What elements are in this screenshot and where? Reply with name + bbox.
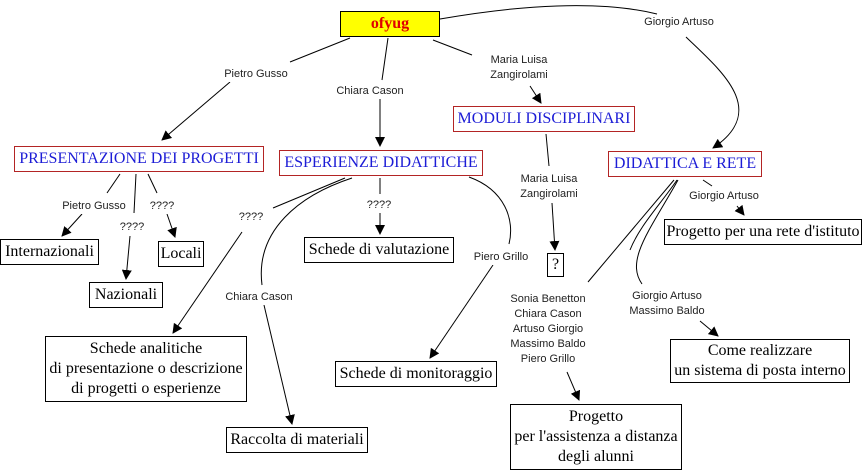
line-connector: [629, 179, 678, 251]
node-moduli-disciplinari[interactable]: MODULI DISCIPLINARI: [453, 106, 635, 132]
line-connector: [260, 177, 353, 286]
node-progetto-assistenza[interactable]: Progetto per l'assistenza a distanza deg…: [510, 404, 682, 470]
link-label-didattica-posta: Giorgio Artuso Massimo Baldo: [629, 289, 705, 319]
line-connector: [636, 179, 679, 285]
link-label-esperienze-raccolta: Chiara Cason: [225, 290, 293, 305]
link-label-root-esperienze: Chiara Cason: [336, 84, 404, 99]
line-connector: [587, 179, 675, 283]
link-label-didattica-assistenza: Sonia Benetton Chiara Cason Artuso Giorg…: [510, 292, 586, 367]
link-label-esperienze-schede-analitiche: ????: [238, 210, 264, 225]
node-presentazione-dei-progetti[interactable]: PRESENTAZIONE DEI PROGETTI: [14, 146, 264, 172]
arrow-connector: [685, 36, 740, 149]
link-label-root-didattica: Giorgio Artuso: [644, 15, 714, 30]
node-schede-analitiche[interactable]: Schede analitiche di presentazione o des…: [45, 336, 247, 402]
node-raccolta-di-materiali[interactable]: Raccolta di materiali: [226, 427, 368, 453]
link-label-presentazione-internazionali: Pietro Gusso: [62, 199, 126, 214]
line-connector: [272, 177, 346, 209]
arrow-connector: [566, 371, 581, 401]
line-connector: [702, 179, 713, 187]
line-connector: [106, 173, 121, 194]
line-connector: [133, 173, 137, 214]
line-connector: [381, 37, 389, 81]
arrow-connector: [161, 81, 231, 141]
node-internazionali[interactable]: Internazionali: [0, 239, 99, 265]
node-sistema-posta-interno[interactable]: Come realizzare un sistema di posta inte…: [670, 339, 850, 383]
line-connector: [468, 176, 512, 245]
arrow-connector: [61, 213, 83, 237]
link-label-root-presentazione: Pietro Gusso: [224, 67, 288, 82]
arrow-connector: [121, 235, 132, 280]
arrow-connector: [166, 213, 177, 238]
link-label-root-moduli: Maria Luisa Zangirolami: [490, 53, 548, 83]
line-connector: [439, 5, 658, 20]
node-locali[interactable]: Locali: [158, 241, 204, 267]
arrow-connector: [172, 231, 243, 334]
line-connector: [432, 39, 473, 56]
link-label-esperienze-schede-valutazione: ????: [366, 198, 392, 213]
arrow-connector: [529, 85, 542, 104]
link-label-didattica-rete-istituto: Giorgio Artuso: [689, 189, 759, 204]
line-connector: [289, 37, 351, 63]
line-connector: [545, 133, 550, 167]
node-didattica-e-rete[interactable]: DIDATTICA E RETE: [608, 151, 762, 177]
link-label-esperienze-schede-monitoraggio: Piero Grillo: [473, 250, 529, 265]
arrow-connector: [263, 304, 295, 425]
link-label-presentazione-locali: ????: [149, 199, 175, 214]
node-nazionali[interactable]: Nazionali: [89, 282, 163, 308]
link-label-moduli-question: Maria Luisa Zangirolami: [520, 172, 578, 202]
arrow-connector: [549, 202, 560, 251]
node-question-mark[interactable]: ?: [547, 253, 564, 277]
node-schede-di-monitoraggio[interactable]: Schede di monitoraggio: [335, 361, 497, 387]
arrow-connector: [699, 320, 719, 337]
node-esperienze-didattiche[interactable]: ESPERIENZE DIDATTICHE: [279, 150, 483, 176]
line-connector: [147, 173, 158, 194]
root-node[interactable]: ofyug: [340, 11, 440, 37]
link-label-presentazione-nazionali: ????: [119, 220, 145, 235]
node-progetto-rete-istituto[interactable]: Progetto per una rete d'istituto: [664, 219, 862, 245]
arrow-connector: [429, 264, 494, 359]
arrow-connector: [734, 204, 745, 216]
node-schede-di-valutazione[interactable]: Schede di valutazione: [304, 237, 454, 263]
